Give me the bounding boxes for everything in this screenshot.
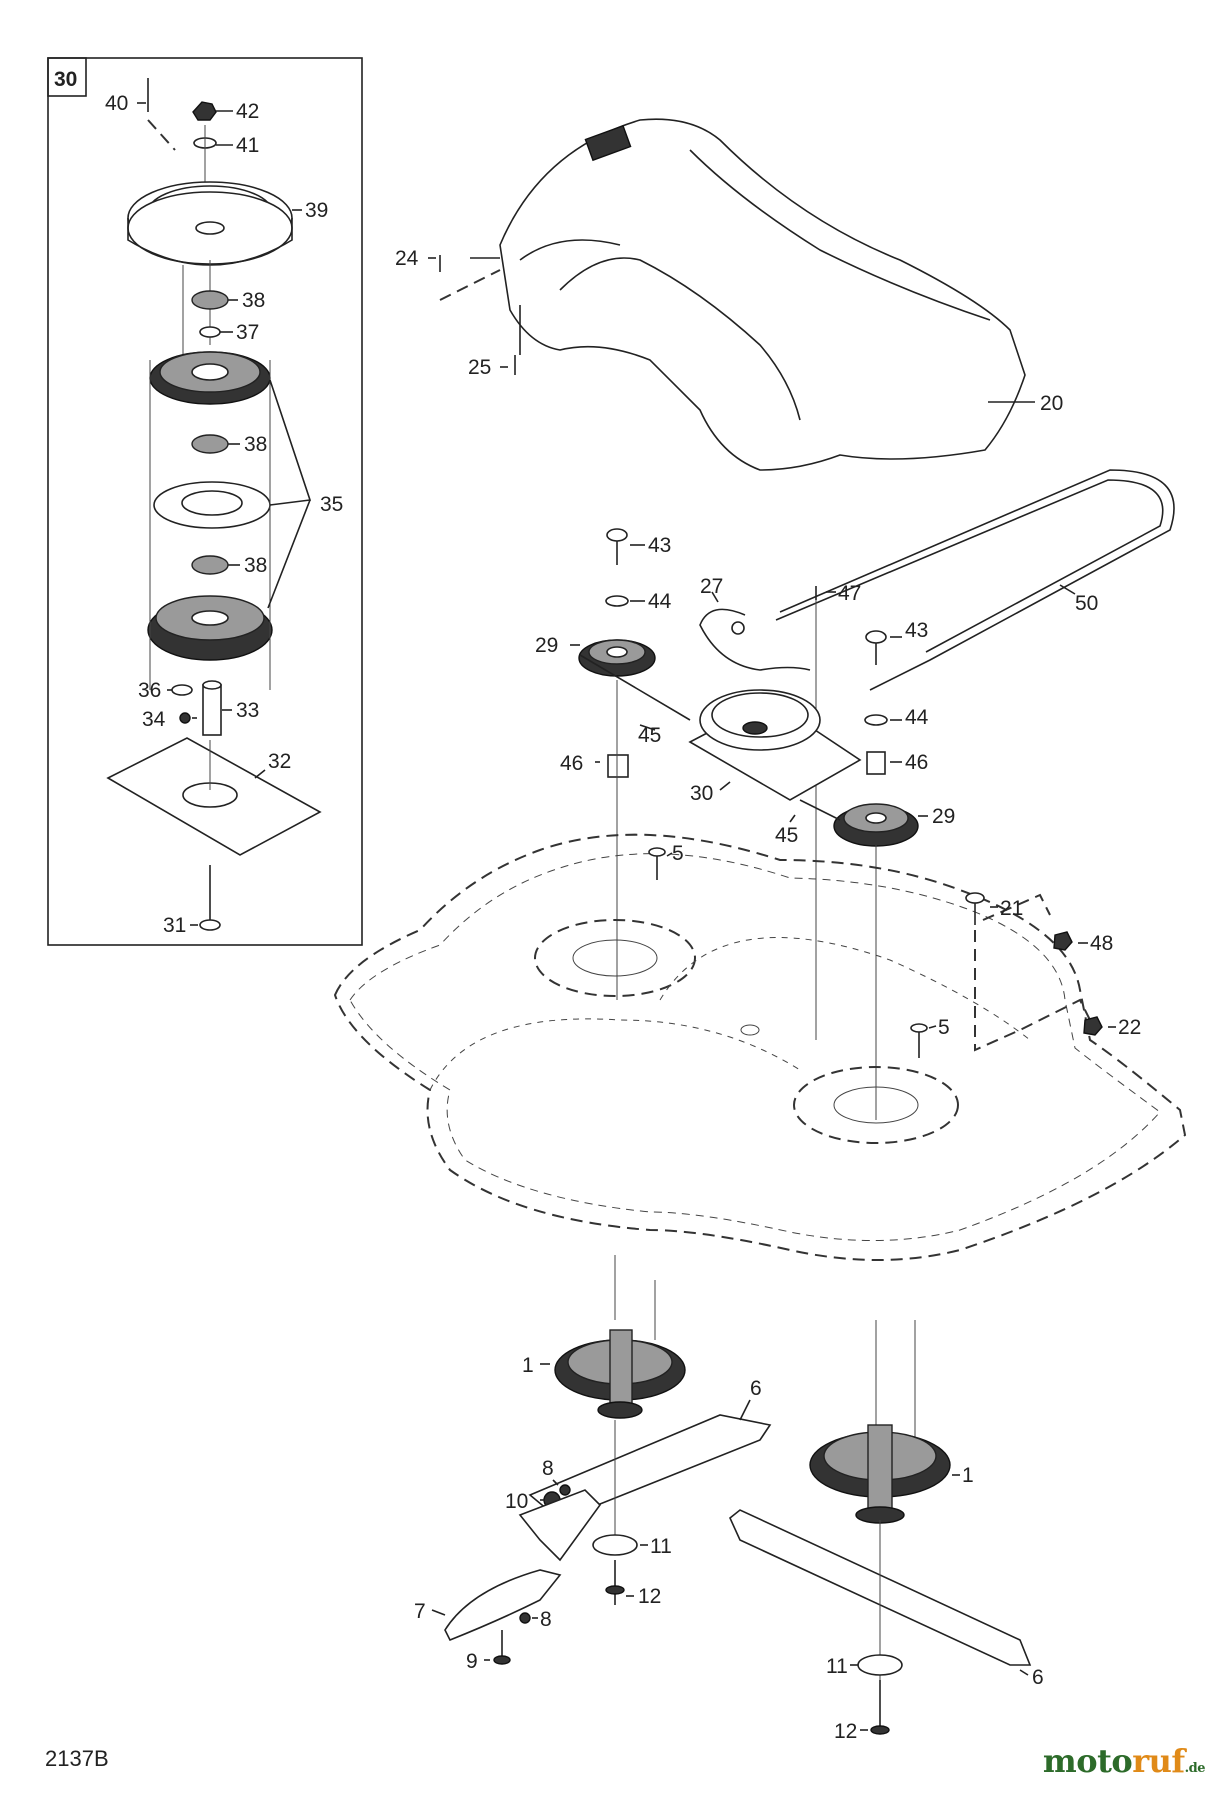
callout-11b: 11	[826, 1655, 848, 1678]
right-blade-assembly: 1 11 6 12	[729, 1320, 1044, 1743]
callout-24: 24	[395, 247, 419, 270]
callout-38c: 38	[244, 554, 267, 577]
callout-41: 41	[236, 134, 259, 157]
logo: motoruf.de	[1042, 1742, 1206, 1780]
callout-27: 27	[700, 575, 723, 598]
callout-9: 9	[466, 1650, 478, 1673]
callout-33: 33	[236, 699, 259, 722]
callout-36: 36	[138, 679, 161, 702]
callout-43a: 43	[648, 534, 671, 557]
callout-46a: 46	[560, 752, 583, 775]
belt-cover: 24 25 20	[395, 118, 1063, 471]
callout-6a: 6	[750, 1377, 762, 1400]
callout-35: 35	[320, 493, 343, 516]
callout-44b: 44	[905, 706, 929, 729]
mower-deck: 5 5 21 48 22	[333, 833, 1187, 1261]
callout-34: 34	[142, 708, 166, 731]
callout-20: 20	[1040, 392, 1063, 415]
callout-29b: 29	[932, 805, 955, 828]
callout-22: 22	[1118, 1016, 1141, 1039]
callout-46b: 46	[905, 751, 928, 774]
callout-38: 38	[242, 289, 265, 312]
callout-21: 21	[1000, 897, 1023, 920]
callout-1b: 1	[962, 1464, 974, 1487]
callout-39: 39	[305, 199, 328, 222]
callout-8a: 8	[542, 1457, 554, 1480]
callout-32: 32	[268, 750, 291, 773]
callout-7: 7	[414, 1600, 426, 1623]
callout-11a: 11	[650, 1535, 672, 1558]
callout-29a: 29	[535, 634, 558, 657]
callout-42: 42	[236, 100, 259, 123]
pulley-assembly: 43 44 29 45 46 27 47 30	[535, 528, 955, 1120]
callout-10: 10	[505, 1490, 528, 1513]
callout-38b: 38	[244, 433, 267, 456]
callout-48: 48	[1090, 932, 1113, 955]
callout-25: 25	[468, 356, 491, 379]
callout-5a: 5	[672, 842, 684, 865]
diagram-code: 2137B	[45, 1746, 109, 1771]
callout-40: 40	[105, 92, 128, 115]
callout-12a: 12	[638, 1585, 661, 1608]
callout-43b: 43	[905, 619, 928, 642]
callout-31: 31	[163, 914, 186, 937]
left-blade-assembly: 1 6 8 10 11 12 7 8 9	[414, 1255, 772, 1673]
callout-47: 47	[838, 582, 861, 605]
callout-50: 50	[1075, 592, 1098, 615]
callout-45b: 45	[775, 824, 798, 847]
callout-45a: 45	[638, 724, 661, 747]
callout-37: 37	[236, 321, 259, 344]
callout-44a: 44	[648, 590, 672, 613]
inset-detail-30: 30	[47, 57, 363, 946]
inset-label: 30	[54, 68, 77, 91]
callout-6b: 6	[1032, 1666, 1044, 1689]
callout-8b: 8	[540, 1608, 552, 1631]
callout-30: 30	[690, 782, 713, 805]
belt: 50	[775, 469, 1175, 691]
callout-1a: 1	[522, 1354, 534, 1377]
callout-12b: 12	[834, 1720, 857, 1743]
callout-5b: 5	[938, 1016, 950, 1039]
